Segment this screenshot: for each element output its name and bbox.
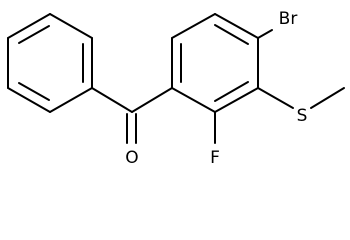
- bond: [171, 87, 216, 113]
- molecule-structure: O F S Br: [7, 9, 345, 168]
- fluorine-substituent: F: [210, 111, 220, 168]
- bond: [49, 87, 93, 113]
- bond: [214, 81, 249, 102]
- bond: [18, 25, 50, 44]
- structure-canvas: O F S Br: [7, 9, 345, 168]
- bond: [7, 87, 51, 113]
- bond: [131, 87, 173, 113]
- bond: [49, 13, 93, 39]
- methylthio-substituent: S: [257, 87, 345, 126]
- carbonyl-group: O: [91, 87, 173, 168]
- bond: [91, 87, 133, 113]
- bond: [171, 13, 216, 39]
- sulfur-atom-label: S: [297, 106, 308, 126]
- bromine-substituent: Br: [257, 9, 298, 39]
- oxygen-atom-label: O: [125, 148, 138, 168]
- bond: [257, 87, 294, 109]
- bond: [214, 13, 259, 39]
- bond: [7, 13, 51, 39]
- fluorine-atom-label: F: [210, 148, 220, 168]
- substituted-ring: [171, 13, 259, 113]
- bond: [18, 82, 50, 101]
- phenyl-ring: [7, 13, 93, 113]
- bond: [310, 87, 345, 109]
- bromine-atom-label: Br: [279, 9, 298, 29]
- bond: [214, 87, 259, 113]
- bond: [214, 24, 249, 45]
- bond: [257, 29, 273, 39]
